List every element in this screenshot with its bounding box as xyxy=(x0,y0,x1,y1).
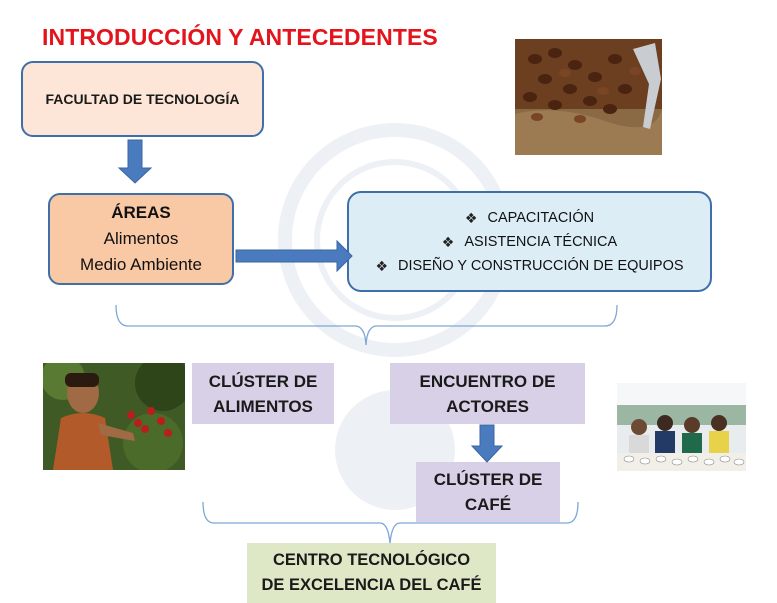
cluster-alimentos-box: CLÚSTER DE ALIMENTOS xyxy=(192,363,334,424)
diamond-bullet-icon: ❖ xyxy=(464,209,478,226)
encuentro-line1: ENCUENTRO DE xyxy=(419,371,556,391)
areas-heading: ÁREAS xyxy=(111,203,171,222)
cluster-cafe-line1: CLÚSTER DE xyxy=(433,470,543,489)
facultad-label: FACULTAD DE TECNOLOGÍA xyxy=(45,91,240,107)
encuentro-actores-box: ENCUENTRO DE ACTORES xyxy=(390,363,585,424)
encuentro-line2: ACTORES xyxy=(446,396,529,416)
cluster-cafe-line2: CAFÉ xyxy=(464,495,512,514)
area-medio-ambiente: Medio Ambiente xyxy=(80,255,202,274)
cluster-alimentos-line1: CLÚSTER DE xyxy=(208,371,318,391)
coffee-farmer-photo xyxy=(43,363,185,470)
coffee-tasting-photo xyxy=(617,383,746,471)
services-box: ❖ CAPACITACIÓN ❖ ASISTENCIA TÉCNICA ❖ DI… xyxy=(347,191,712,292)
areas-box: ÁREAS Alimentos Medio Ambiente xyxy=(48,193,234,285)
service-item: ❖ DISEÑO Y CONSTRUCCIÓN DE EQUIPOS xyxy=(375,254,683,278)
diamond-bullet-icon: ❖ xyxy=(441,233,455,250)
cluster-cafe-box: CLÚSTER DE CAFÉ xyxy=(416,462,560,522)
centro-tecnologico-box: CENTRO TECNOLÓGICO DE EXCELENCIA DEL CAF… xyxy=(247,543,496,603)
area-alimentos: Alimentos xyxy=(103,229,179,248)
cluster-alimentos-line2: ALIMENTOS xyxy=(213,396,313,416)
facultad-box: FACULTAD DE TECNOLOGÍA xyxy=(21,61,264,137)
service-item: ❖ ASISTENCIA TÉCNICA xyxy=(442,230,617,254)
arrow-down-facultad-areas xyxy=(117,139,153,184)
service-item: ❖ CAPACITACIÓN xyxy=(465,206,594,230)
centro-line2: DE EXCELENCIA DEL CAFÉ xyxy=(261,576,482,594)
diamond-bullet-icon: ❖ xyxy=(375,257,389,274)
service-asistencia: ASISTENCIA TÉCNICA xyxy=(464,233,618,250)
service-capacitacion: CAPACITACIÓN xyxy=(487,209,595,226)
service-diseno: DISEÑO Y CONSTRUCCIÓN DE EQUIPOS xyxy=(398,257,684,274)
coffee-beans-photo xyxy=(515,39,662,155)
university-seal-watermark xyxy=(278,123,512,510)
centro-line1: CENTRO TECNOLÓGICO xyxy=(272,551,471,569)
slide-title: INTRODUCCIÓN Y ANTECEDENTES xyxy=(42,24,438,50)
